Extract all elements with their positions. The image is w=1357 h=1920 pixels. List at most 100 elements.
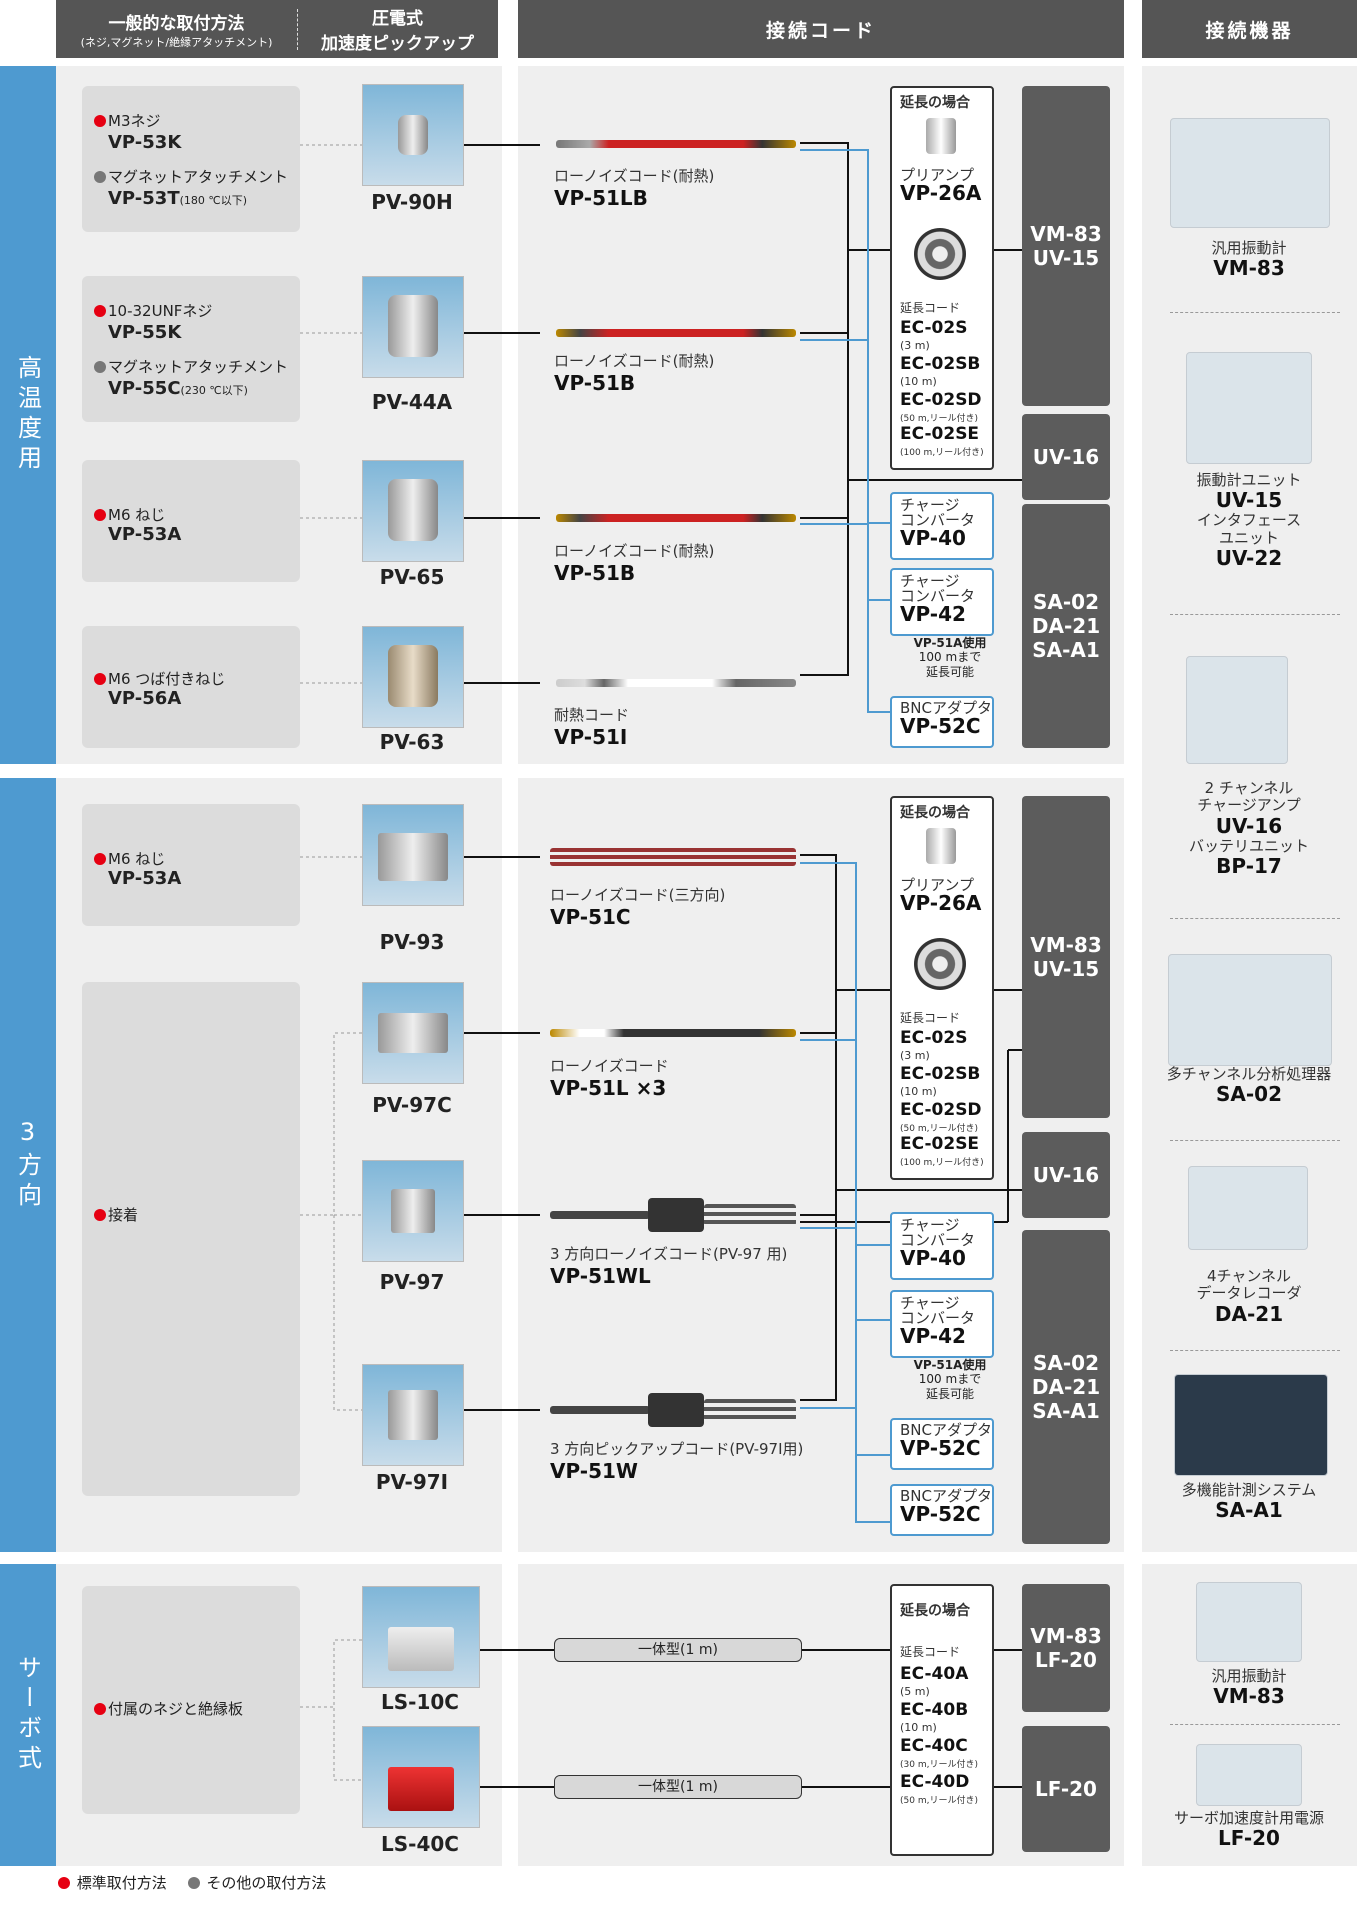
standard-dot-icon: [94, 1703, 106, 1715]
cable-vp51b: [556, 514, 796, 522]
cable-vp51lb: [556, 140, 796, 148]
cord-label: ローノイズコード(三方向)VP-51C: [550, 886, 726, 929]
cord-label: ローノイズコード(耐熱)VP-51LB: [554, 167, 715, 210]
sensor-name: PV-65: [379, 565, 445, 589]
cord-label: ローノイズコード(耐熱)VP-51B: [554, 352, 715, 395]
legend: 標準取付方法 その他の取付方法: [58, 1872, 326, 1893]
cable-vp51i: [556, 679, 796, 687]
standard-dot-icon: [94, 305, 106, 317]
standard-dot-icon: [58, 1877, 70, 1889]
other-dot-icon: [187, 1877, 200, 1889]
standard-dot-icon: [94, 1209, 106, 1221]
equipment-image-uv16: [1186, 656, 1288, 764]
cable-splitter-vp51wl: [648, 1198, 704, 1232]
cable-vp51w: [550, 1406, 650, 1414]
cable-vp51l: [550, 1029, 796, 1037]
equipment-image-vm83: [1170, 118, 1330, 228]
legend-other: その他の取付方法: [206, 1874, 327, 1892]
equipment-image-vm83: [1196, 1582, 1302, 1662]
cable-vp51b: [556, 329, 796, 337]
sensor-image: [362, 276, 464, 378]
mount-box-7: 付属のネジと絶縁板: [82, 1586, 300, 1814]
sensor-name: PV-90H: [371, 190, 453, 214]
equipment-separator: [1170, 1724, 1340, 1725]
sensor-image: [362, 626, 464, 728]
cord-label: 3 方向ローノイズコード(PV-97 用)VP-51WL: [550, 1245, 788, 1288]
equipment-separator: [1170, 918, 1340, 919]
equipment-separator: [1170, 1140, 1340, 1141]
section-tri: 3方向: [0, 778, 56, 1552]
equipment-separator: [1170, 1350, 1340, 1351]
mount-box-2: 10-32UNFネジ VP-55K マグネットアタッチメント VP-55C(23…: [82, 276, 300, 422]
cord-label-integrated: 一体型(1 m): [554, 1638, 802, 1662]
cable-vp51w-branch: [704, 1399, 796, 1421]
legend-standard: 標準取付方法: [76, 1874, 167, 1892]
equipment-image-saa1: [1174, 1374, 1328, 1476]
cord-label-integrated: 一体型(1 m): [554, 1775, 802, 1799]
cable-vp51wl-branch: [704, 1204, 796, 1226]
mount-box-4: M6 つば付きねじ VP-56A: [82, 626, 300, 748]
section-servo: サーボ式: [0, 1564, 56, 1866]
cord-label: 3 方向ピックアップコード(PV-97I用)VP-51W: [550, 1440, 804, 1483]
sensor-image: [362, 460, 464, 562]
mount-box-5: M6 ねじ VP-53A: [82, 804, 300, 926]
equipment-image-uv15: [1186, 352, 1312, 464]
header-mount-sub: (ネジ,マグネット/絶縁アタッチメント): [80, 35, 273, 49]
preamp-icon: [926, 828, 956, 864]
equipment-image-lf20: [1196, 1744, 1302, 1806]
sensor-name: PV-44A: [371, 390, 453, 414]
header-sensor-title1: 圧電式: [372, 9, 423, 29]
sensor-name: PV-97C: [372, 1093, 452, 1117]
header-cord: 接続コード: [518, 0, 1124, 58]
mount-box-3: M6 ねじ VP-53A: [82, 460, 300, 582]
preamp-icon: [926, 118, 956, 154]
sensor-name: LS-40C: [381, 1832, 459, 1856]
cable-vp51wl: [550, 1211, 650, 1219]
sensor-image: [362, 1726, 480, 1828]
sensor-name: PV-97: [379, 1270, 445, 1294]
sensor-name: LS-10C: [381, 1690, 459, 1714]
sensor-image: [362, 1586, 480, 1688]
device-box: UV-16: [1022, 1132, 1110, 1218]
panel-right-main: [1142, 66, 1357, 1552]
other-dot-icon: [94, 171, 106, 183]
sensor-image: [362, 1364, 464, 1466]
cable-vp51c: [550, 848, 796, 866]
header-mount-sensor: 一般的な取付方法 (ネジ,マグネット/絶縁アタッチメント) 圧電式 加速度ピック…: [56, 0, 498, 58]
section-high-temp: 高温度用: [0, 66, 56, 764]
equipment-separator: [1170, 312, 1340, 313]
sensor-image: [362, 1160, 464, 1262]
extension-box-servo: 延長の場合 延長コード EC-40A(5 m) EC-40B(10 m) EC-…: [890, 1584, 994, 1856]
cable-reel-icon: [914, 228, 966, 280]
equipment-separator: [1170, 614, 1340, 615]
standard-dot-icon: [94, 115, 106, 127]
standard-dot-icon: [94, 673, 106, 685]
header-mount-title: 一般的な取付方法: [108, 13, 245, 34]
sensor-name: PV-93: [379, 930, 445, 954]
sensor-name: PV-97I: [375, 1470, 449, 1494]
sensor-image: [362, 804, 464, 906]
sensor-image: [362, 84, 464, 186]
other-dot-icon: [94, 361, 106, 373]
device-box: UV-16: [1022, 414, 1110, 500]
